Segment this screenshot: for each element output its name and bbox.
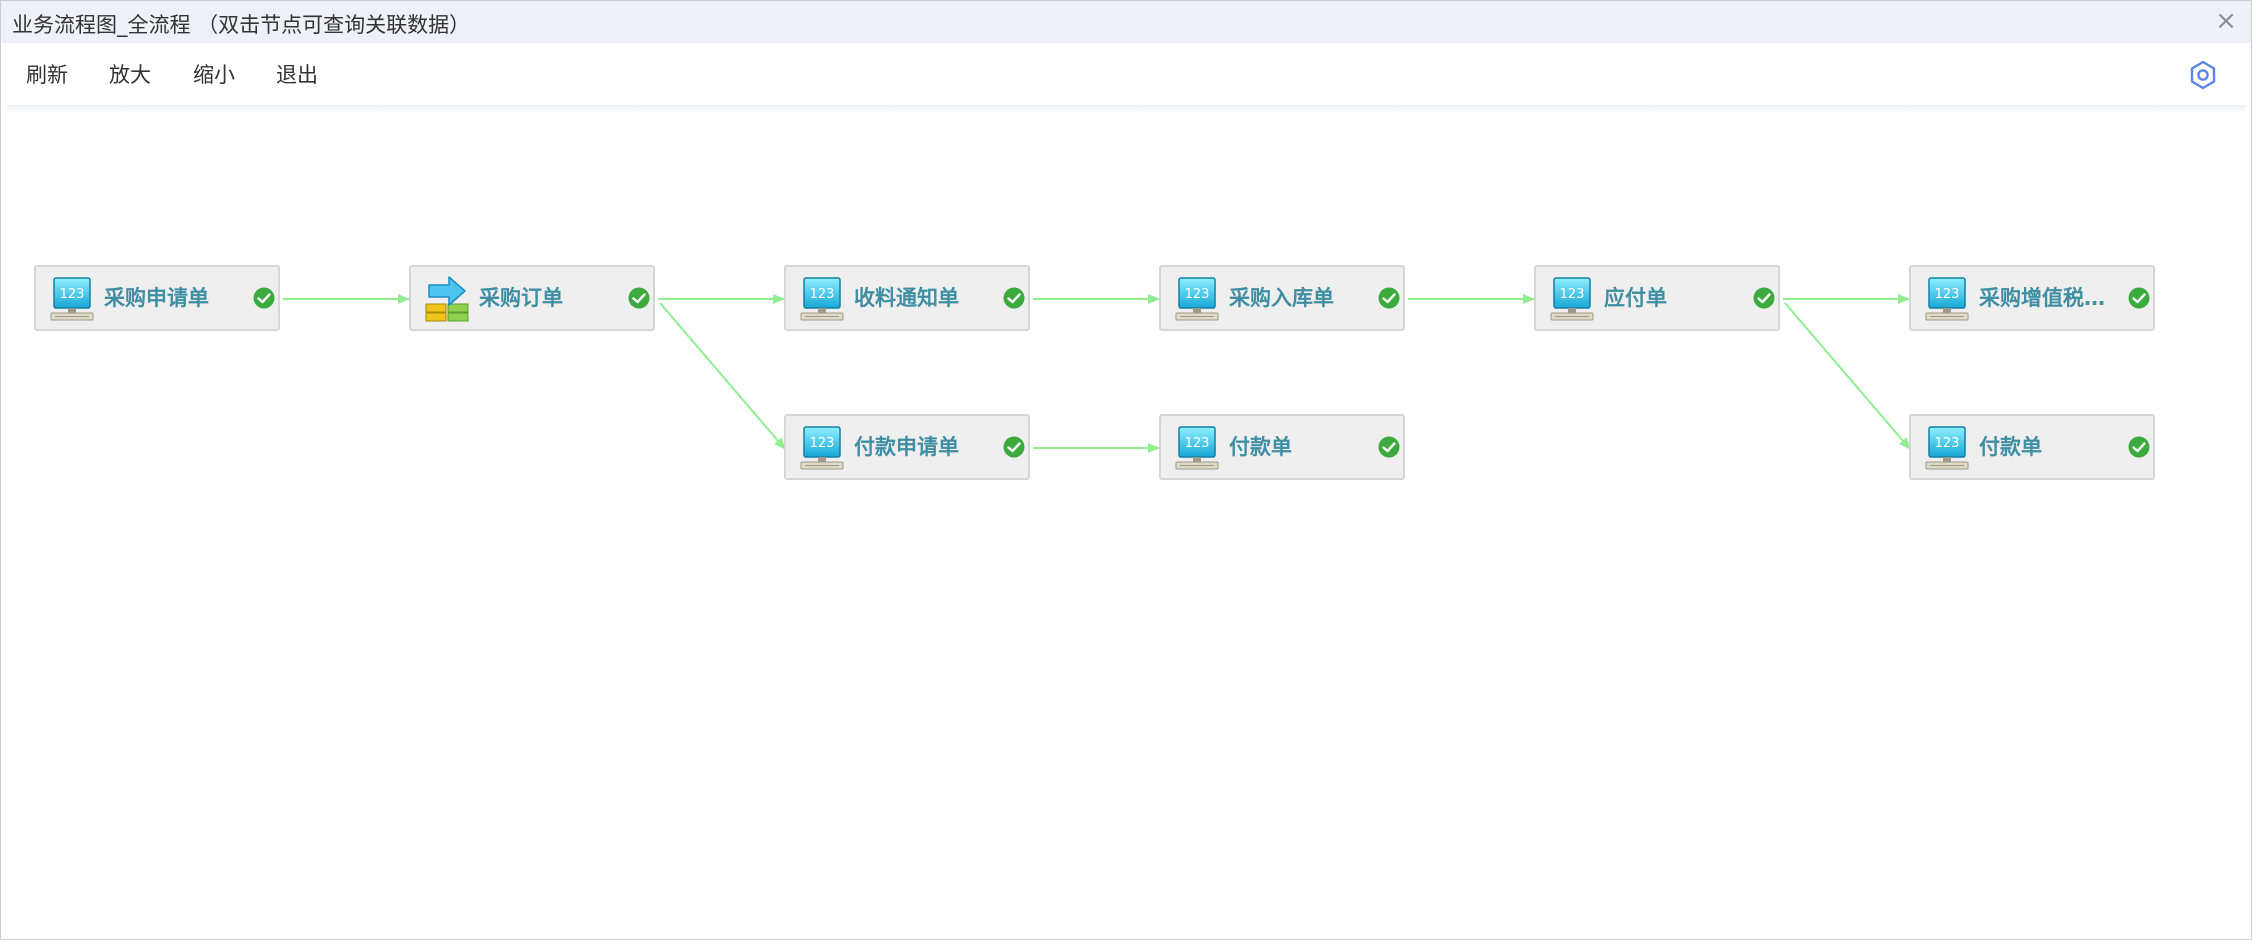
document-icon <box>1550 275 1594 323</box>
flow-node-purchase-inbound[interactable]: 采购入库单 <box>1159 265 1405 331</box>
document-icon <box>1175 424 1219 472</box>
document-icon <box>1175 275 1219 323</box>
node-label: 采购订单 <box>479 286 563 310</box>
flow-node-purchase-order[interactable]: 采购订单 <box>409 265 655 331</box>
node-label: 付款申请单 <box>854 435 959 459</box>
document-icon <box>1925 424 1969 472</box>
order-transfer-icon <box>425 275 469 323</box>
node-label: 应付单 <box>1604 286 1667 310</box>
zoom-in-button[interactable]: 放大 <box>109 63 151 87</box>
toolbar: 刷新 放大 缩小 退出 <box>1 43 2251 105</box>
edge-order-to-payment-request <box>659 302 786 450</box>
zoom-out-button[interactable]: 缩小 <box>193 63 235 87</box>
node-label: 付款单 <box>1979 435 2042 459</box>
check-circle-icon <box>1002 435 1026 459</box>
node-label: 付款单 <box>1229 435 1292 459</box>
flow-node-payment-2[interactable]: 付款单 <box>1909 414 2155 480</box>
flow-node-payment[interactable]: 付款单 <box>1159 414 1405 480</box>
check-circle-icon <box>627 286 651 310</box>
document-icon <box>50 275 94 323</box>
gear-icon[interactable] <box>2187 59 2219 91</box>
document-icon <box>1925 275 1969 323</box>
node-label: 采购申请单 <box>104 286 209 310</box>
flow-node-vat-invoice[interactable]: 采购增值税专... <box>1909 265 2155 331</box>
flow-node-payment-request[interactable]: 付款申请单 <box>784 414 1030 480</box>
check-circle-icon <box>1752 286 1776 310</box>
node-label: 采购增值税专... <box>1979 286 2125 310</box>
check-circle-icon <box>252 286 276 310</box>
check-circle-icon <box>2127 435 2151 459</box>
check-circle-icon <box>2127 286 2151 310</box>
node-label: 采购入库单 <box>1229 286 1334 310</box>
toolbar-divider <box>7 105 2245 113</box>
check-circle-icon <box>1002 286 1026 310</box>
check-circle-icon <box>1377 435 1401 459</box>
close-icon[interactable]: × <box>2215 6 2237 36</box>
check-circle-icon <box>1377 286 1401 310</box>
refresh-button[interactable]: 刷新 <box>26 63 68 87</box>
flow-node-payable[interactable]: 应付单 <box>1534 265 1780 331</box>
document-icon <box>800 275 844 323</box>
dialog-title: 业务流程图_全流程 （双击节点可查询关联数据） <box>12 13 471 37</box>
document-icon <box>800 424 844 472</box>
exit-button[interactable]: 退出 <box>276 63 318 87</box>
edge-payable-to-payment <box>1784 302 1911 450</box>
title-bar: 业务流程图_全流程 （双击节点可查询关联数据） × <box>1 1 2251 44</box>
flow-node-receipt-notice[interactable]: 收料通知单 <box>784 265 1030 331</box>
node-label: 收料通知单 <box>854 286 959 310</box>
flow-node-purchase-request[interactable]: 采购申请单 <box>34 265 280 331</box>
